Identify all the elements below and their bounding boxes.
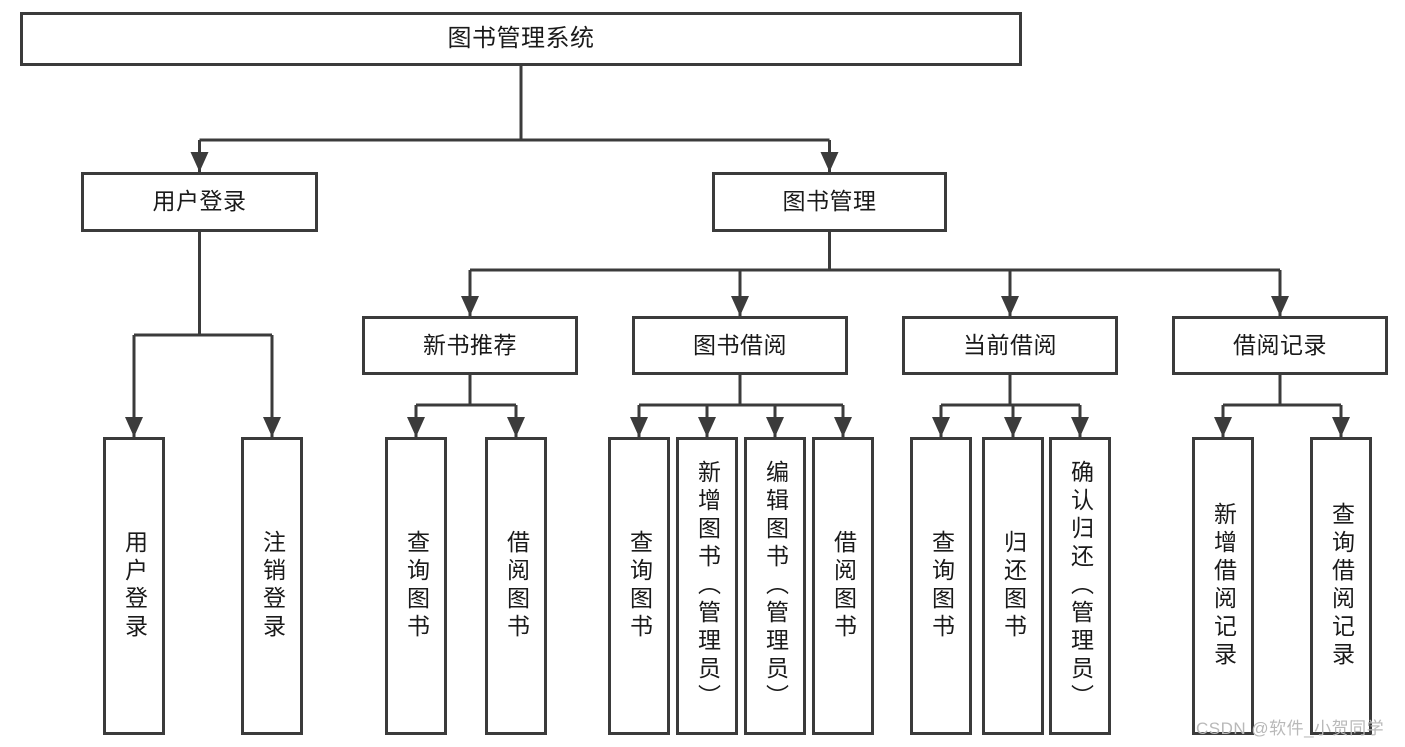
arrowhead-leaf-cb-confirm: [1071, 417, 1089, 437]
arrowhead-leaf-bb-edit: [766, 417, 784, 437]
node-label-user-login: 用户登录: [152, 188, 247, 215]
node-book-manage[interactable]: 图书管理: [712, 172, 947, 232]
arrowhead-leaf-cb-query: [932, 417, 950, 437]
node-label-leaf-cb-return: 归还图书: [1000, 530, 1027, 642]
node-label-current-borrow: 当前借阅: [963, 331, 1057, 358]
node-leaf-cb-query[interactable]: 查询图书: [910, 437, 972, 735]
node-leaf-br-query[interactable]: 查询借阅记录: [1310, 437, 1372, 735]
node-label-leaf-br-query: 查询借阅记录: [1328, 502, 1355, 670]
arrowhead-borrow-record: [1271, 296, 1289, 316]
node-label-leaf-cb-confirm: 确认归还（管理员）: [1067, 460, 1094, 712]
arrowhead-leaf-bb-borrow: [834, 417, 852, 437]
node-label-leaf-cb-query: 查询图书: [928, 530, 955, 642]
node-leaf-rec-borrow[interactable]: 借阅图书: [485, 437, 547, 735]
arrowhead-current-borrow: [1001, 296, 1019, 316]
node-label-book-borrow: 图书借阅: [693, 331, 787, 358]
arrowhead-leaf-user-login: [125, 417, 143, 437]
arrowhead-user-login: [190, 152, 209, 172]
node-borrow-record[interactable]: 借阅记录: [1172, 316, 1388, 375]
node-leaf-bb-borrow[interactable]: 借阅图书: [812, 437, 874, 735]
arrowhead-leaf-bb-add: [698, 417, 716, 437]
node-label-leaf-rec-borrow: 借阅图书: [503, 530, 530, 642]
node-label-leaf-br-add: 新增借阅记录: [1210, 502, 1237, 670]
node-leaf-cb-return[interactable]: 归还图书: [982, 437, 1044, 735]
node-label-leaf-user-login: 用户登录: [121, 530, 148, 642]
node-leaf-user-logout[interactable]: 注销登录: [241, 437, 303, 735]
node-leaf-br-add[interactable]: 新增借阅记录: [1192, 437, 1254, 735]
node-leaf-bb-edit[interactable]: 编辑图书（管理员）: [744, 437, 806, 735]
node-leaf-rec-query[interactable]: 查询图书: [385, 437, 447, 735]
node-label-leaf-rec-query: 查询图书: [403, 530, 430, 642]
node-leaf-bb-add[interactable]: 新增图书（管理员）: [676, 437, 738, 735]
node-root[interactable]: 图书管理系统: [20, 12, 1022, 66]
arrowhead-book-manage: [820, 152, 839, 172]
arrowhead-leaf-user-logout: [263, 417, 281, 437]
node-label-root: 图书管理系统: [447, 24, 595, 52]
arrowhead-book-borrow: [731, 296, 749, 316]
arrowhead-leaf-rec-borrow: [507, 417, 525, 437]
node-leaf-cb-confirm[interactable]: 确认归还（管理员）: [1049, 437, 1111, 735]
node-current-borrow[interactable]: 当前借阅: [902, 316, 1118, 375]
arrowhead-leaf-br-query: [1332, 417, 1350, 437]
arrowhead-leaf-br-add: [1214, 417, 1232, 437]
arrowhead-leaf-bb-query: [630, 417, 648, 437]
node-leaf-user-login[interactable]: 用户登录: [103, 437, 165, 735]
node-label-leaf-bb-query: 查询图书: [626, 530, 653, 642]
node-user-login[interactable]: 用户登录: [81, 172, 318, 232]
connector-group: [125, 66, 1350, 437]
node-label-new-book-rec: 新书推荐: [423, 331, 517, 358]
node-label-leaf-bb-add: 新增图书（管理员）: [694, 460, 721, 712]
arrowhead-leaf-rec-query: [407, 417, 425, 437]
node-label-borrow-record: 借阅记录: [1233, 331, 1327, 358]
node-new-book-rec[interactable]: 新书推荐: [362, 316, 578, 375]
node-label-leaf-user-logout: 注销登录: [259, 530, 286, 642]
node-label-leaf-bb-borrow: 借阅图书: [830, 530, 857, 642]
node-leaf-bb-query[interactable]: 查询图书: [608, 437, 670, 735]
node-label-book-manage: 图书管理: [782, 188, 877, 215]
node-book-borrow[interactable]: 图书借阅: [632, 316, 848, 375]
node-label-leaf-bb-edit: 编辑图书（管理员）: [762, 460, 789, 712]
arrowhead-new-book-rec: [461, 296, 479, 316]
arrowhead-leaf-cb-return: [1004, 417, 1022, 437]
